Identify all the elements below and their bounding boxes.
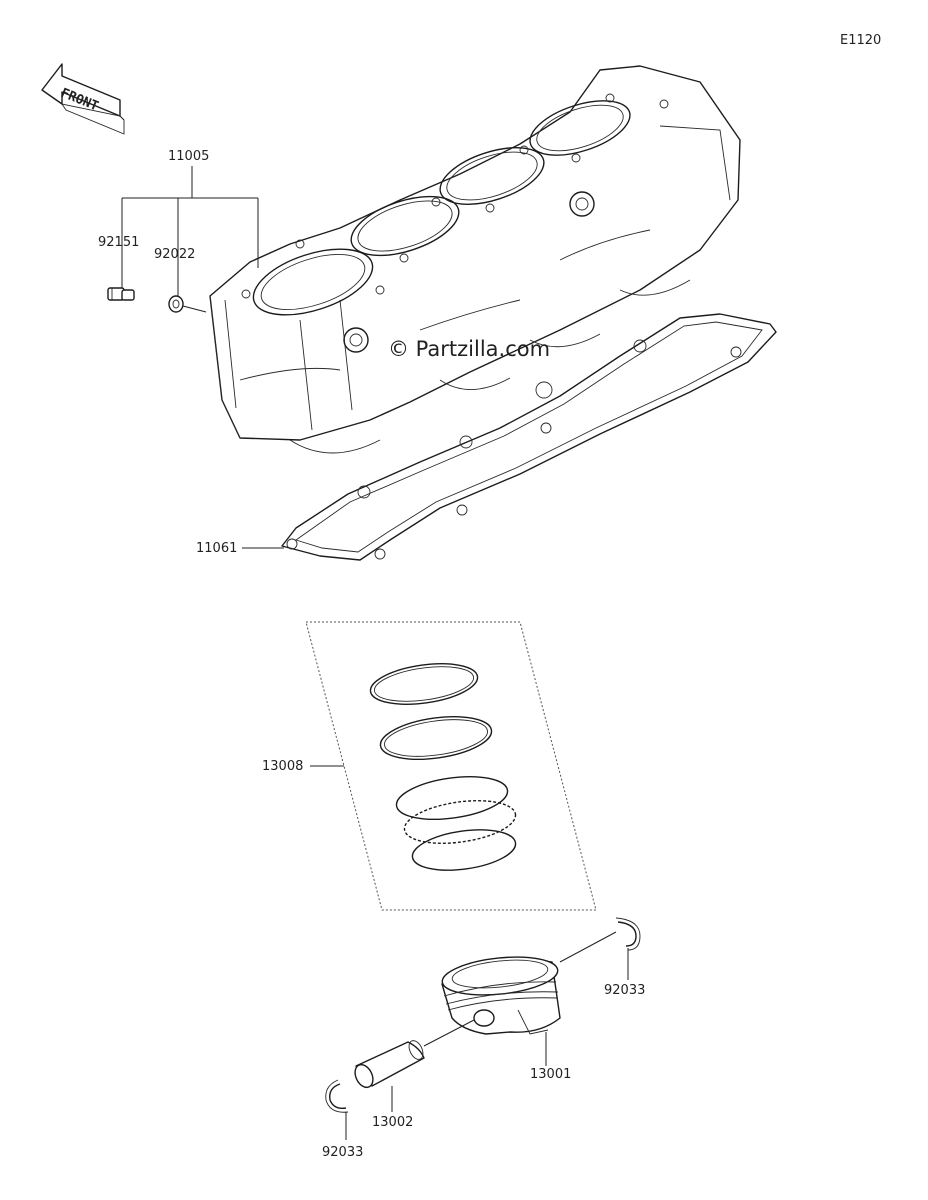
label-snap-ring-right: 92033 [604, 983, 645, 998]
label-pin: 13002 [372, 1115, 413, 1130]
diagram-code: E1120 [840, 33, 881, 48]
label-piston: 13001 [530, 1067, 571, 1082]
piston-part[interactable] [440, 952, 561, 1035]
front-arrow-icon: FRONT [41, 63, 125, 135]
snap-ring-right-part[interactable] [615, 917, 641, 951]
label-snap-ring-left: 92033 [322, 1145, 363, 1160]
cylinder-block[interactable] [209, 65, 741, 454]
cylinder-callout-bracket [121, 166, 259, 296]
piston-pin-part[interactable] [352, 1019, 475, 1090]
snap-ring-right-axis [559, 931, 617, 963]
label-cylinder: 11005 [168, 149, 209, 164]
washer-part[interactable] [168, 295, 207, 313]
plug-part[interactable] [107, 287, 135, 301]
label-plug: 92151 [98, 235, 139, 250]
cylinder-head-gasket[interactable] [281, 313, 777, 561]
label-washer: 92022 [154, 247, 195, 262]
label-gasket: 11061 [196, 541, 237, 556]
watermark: © Partzilla.com [388, 337, 550, 361]
piston-ring-set-box[interactable] [305, 621, 597, 911]
label-ring-set: 13008 [262, 759, 303, 774]
snap-ring-left-part[interactable] [325, 1079, 349, 1113]
